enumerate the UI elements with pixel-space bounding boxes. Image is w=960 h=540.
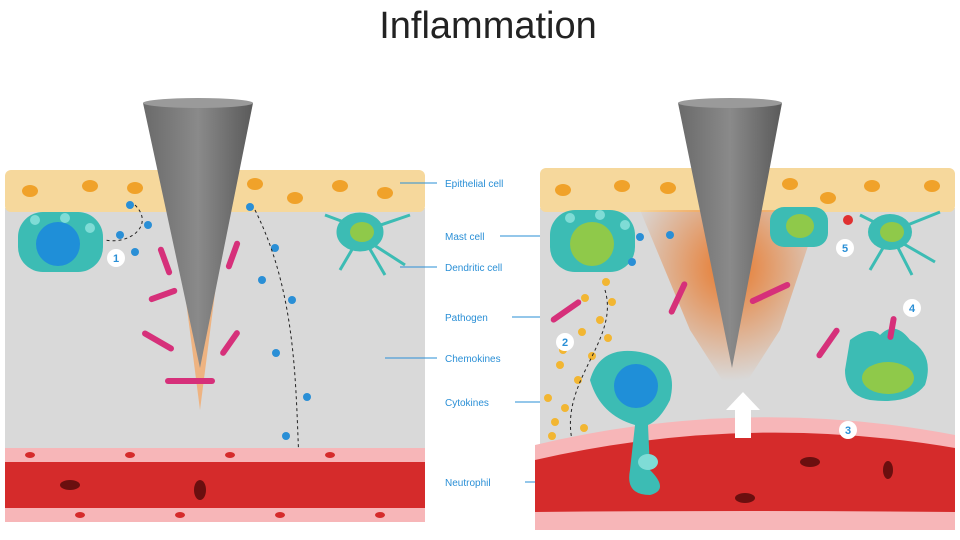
svg-text:5: 5 (842, 243, 848, 255)
label-pathogen: Pathogen (445, 313, 488, 324)
pathogens (142, 240, 241, 384)
left-panel: 1 (5, 98, 425, 522)
neutrophil-migrating (590, 350, 672, 495)
needle-left (143, 98, 253, 368)
up-arrow-icon (726, 392, 760, 438)
needle-right (678, 98, 782, 368)
label-neutrophil: Neutrophil (445, 478, 491, 489)
step-5-badge: 5 (836, 239, 854, 257)
right-panel: 2 3 4 5 (535, 98, 955, 530)
mast-cell (18, 212, 103, 272)
page-title: Inflammation (379, 5, 597, 47)
label-epithelial-cell: Epithelial cell (445, 179, 503, 190)
svg-text:2: 2 (562, 337, 568, 349)
svg-text:1: 1 (113, 253, 119, 265)
epithelial-nuclei (22, 178, 393, 204)
macrophage (845, 328, 928, 401)
label-cytokines: Cytokines (445, 398, 489, 409)
label-dendritic-cell: Dendritic cell (445, 263, 502, 274)
svg-text:4: 4 (909, 303, 916, 315)
dendritic-cell (324, 212, 411, 276)
step-2-badge: 2 (556, 333, 574, 351)
step-1-badge: 1 (107, 249, 125, 267)
label-mast-cell: Mast cell (445, 232, 484, 243)
svg-text:3: 3 (845, 425, 851, 437)
mast-cell-right (550, 210, 635, 272)
step-3-badge: 3 (839, 421, 857, 439)
step-4-badge: 4 (903, 299, 921, 317)
vessel-left (5, 448, 425, 522)
label-chemokines: Chemokines (445, 354, 501, 365)
